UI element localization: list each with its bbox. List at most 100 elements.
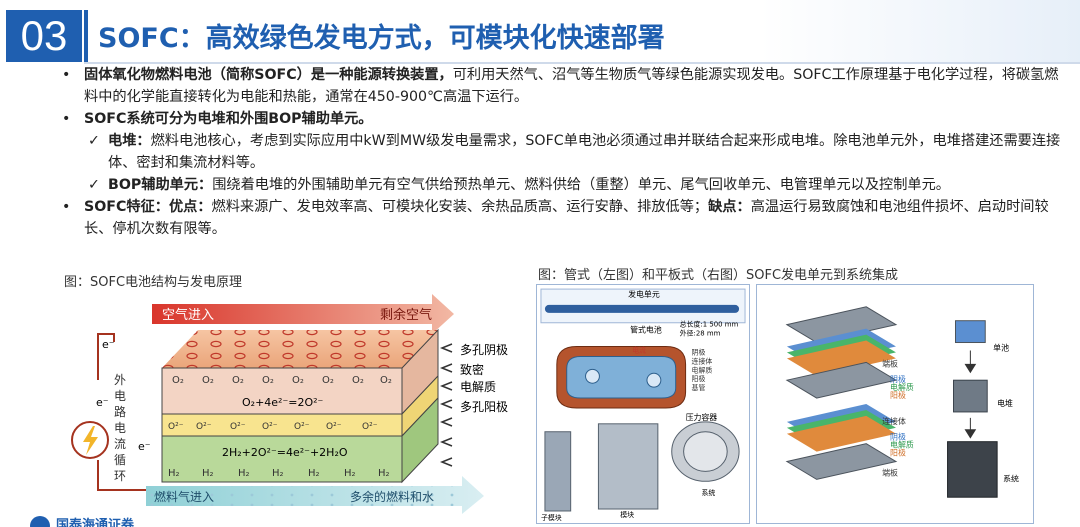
- electron-label: e⁻: [138, 440, 151, 453]
- bullet-dot: •: [62, 67, 71, 83]
- sub-module-label: 子模块: [541, 513, 562, 522]
- planar-layer-labels: 端板 阴极 电解质 阳极 连接体 阴极 电解质 阳极 端板: [882, 358, 914, 477]
- tube-cell-label: 管式电池: [630, 325, 662, 335]
- check-icon: ✓: [88, 133, 100, 149]
- svg-text:流: 流: [114, 437, 126, 451]
- bullet-sofc-intro: • 固体氧化物燃料电池（简称SOFC）是一种能源转换装置，可利用天然气、沼气等生…: [62, 64, 1062, 108]
- cathode-label: 多孔阴极: [460, 343, 508, 357]
- stack-label: 电堆: [997, 398, 1013, 408]
- tube-diameter-label: 外径:28 mm: [680, 329, 721, 338]
- lightning-bolt: [83, 426, 98, 455]
- svg-text:阴极: 阴极: [890, 432, 906, 442]
- stack-image: [953, 379, 988, 413]
- electron-label: e⁻: [96, 396, 109, 409]
- check-icon: ✓: [88, 177, 100, 193]
- system-label: 系统: [1003, 473, 1019, 483]
- svg-text:O₂: O₂: [202, 375, 214, 386]
- svg-text:阳极: 阳极: [692, 374, 706, 383]
- electrolyte-label-line2: 电解质: [460, 380, 496, 394]
- slide-header: 03 SOFC：高效绿色发电方式，可模块化快速部署: [0, 0, 1080, 64]
- sub-bullet-stack: ✓ 电堆：燃料电池核心，考虑到实际应用中kW到MW级发电量需求，SOFC单电池必…: [62, 130, 1062, 174]
- svg-text:连接体: 连接体: [882, 416, 906, 426]
- svg-text:H₂: H₂: [202, 468, 214, 479]
- module-label: 模块: [620, 510, 634, 519]
- svg-text:O₂: O₂: [322, 375, 334, 386]
- svg-text:环: 环: [114, 469, 126, 483]
- svg-text:电解质: 电解质: [890, 382, 914, 392]
- end-plate-top: [785, 306, 898, 344]
- svg-text:基管: 基管: [692, 383, 706, 392]
- electrolyte-label-line1: 致密: [460, 362, 484, 377]
- header-background: [760, 0, 1080, 64]
- air-out-label: 剩余空气: [380, 307, 432, 323]
- tube-inner-layer: [566, 355, 677, 399]
- svg-text:循: 循: [114, 453, 126, 467]
- svg-text:H₂: H₂: [308, 468, 320, 479]
- air-flow-arrow: [152, 294, 454, 334]
- svg-text:H₂: H₂: [272, 468, 284, 479]
- header-underline: [84, 62, 1080, 64]
- air-marker: [585, 368, 600, 384]
- end-plate-bottom: [785, 443, 898, 480]
- figure-caption-structure: 图：SOFC电池结构与发电原理: [64, 275, 243, 290]
- svg-text:O²⁻: O²⁻: [168, 422, 184, 432]
- svg-text:O²⁻: O²⁻: [326, 422, 342, 432]
- anode-equation: 2H₂+2O²⁻=4e²⁻+2H₂O: [222, 446, 348, 459]
- svg-text:O²⁻: O²⁻: [294, 422, 310, 432]
- single-cell-label: 单池: [993, 342, 1009, 352]
- anode-layer: [161, 435, 403, 483]
- anode-plate: [786, 340, 896, 377]
- svg-text:O₂: O₂: [232, 375, 244, 386]
- bullet-dot: •: [62, 111, 71, 127]
- bullet-dot: •: [62, 199, 71, 215]
- svg-text:阳极: 阳极: [890, 448, 906, 458]
- block-side-anode: [401, 396, 439, 484]
- down-arrow: [964, 417, 977, 439]
- company-logo: 国泰海通证券: [30, 514, 230, 527]
- svg-text:电解质: 电解质: [692, 365, 713, 374]
- svg-text:电解质: 电解质: [890, 440, 914, 450]
- svg-text:端板: 端板: [882, 358, 898, 368]
- svg-text:路: 路: [114, 404, 126, 419]
- single-tube: [544, 304, 740, 313]
- current-label: 电流: [632, 345, 646, 354]
- down-arrow: [964, 350, 977, 374]
- layer-pointer-arrows: [439, 343, 453, 467]
- svg-text:O₂: O₂: [262, 375, 274, 386]
- cathode-equation: O₂+4e²⁻=2O²⁻: [242, 396, 324, 409]
- air-in-label: 空气进入: [162, 307, 214, 323]
- svg-text:阴极: 阴极: [890, 374, 906, 384]
- slide-title: SOFC：高效绿色发电方式，可模块化快速部署: [98, 23, 665, 54]
- module-image: [597, 423, 659, 510]
- sub-module-image: [544, 431, 572, 512]
- section-number: 03: [6, 10, 82, 62]
- svg-text:电: 电: [114, 421, 126, 435]
- oxide-ions: O²⁻O²⁻ O²⁻O²⁻ O²⁻O²⁻ O²⁻: [168, 422, 378, 432]
- tubular-sofc-diagram: 发电单元 管式电池 总长度:1 500 mm 外径:28 mm 电流 阴极 连接…: [536, 284, 750, 524]
- svg-text:电: 电: [114, 389, 126, 403]
- svg-text:H₂: H₂: [238, 468, 250, 479]
- figure-caption-integration: 图：管式（左图）和平板式（右图）SOFC发电单元到系统集成: [538, 268, 899, 283]
- svg-text:O₂: O₂: [292, 375, 304, 386]
- bullet-sofc-system: • SOFC系统可分为电堆和外围BOP辅助单元。: [62, 108, 1062, 130]
- system-image: [947, 441, 998, 498]
- pressure-vessel-door: [683, 431, 728, 472]
- header-divider: [84, 10, 88, 62]
- svg-text:阳极: 阳极: [890, 390, 906, 400]
- logo-icon: [30, 516, 50, 527]
- sub-bullet-bop: ✓ BOP辅助单元：围绕着电堆的外围辅助单元有空气供给预热单元、燃料供给（重整）…: [62, 174, 1062, 196]
- svg-text:O₂: O₂: [352, 375, 364, 386]
- svg-text:O₂: O₂: [172, 375, 184, 386]
- svg-text:H₂: H₂: [378, 468, 390, 479]
- bullet-sofc-features: • SOFC特征：优点：燃料来源广、发电效率高、可模块化安装、余热品质高、运行安…: [62, 196, 1062, 240]
- cathode-top-face-pores: [162, 330, 438, 368]
- svg-text:H₂: H₂: [344, 468, 356, 479]
- tube-length-label: 总长度:1 500 mm: [680, 320, 739, 329]
- logo-text: 国泰海通证券: [56, 518, 135, 527]
- anode-label: 多孔阳极: [460, 400, 508, 414]
- planar-sofc-diagram: 端板 阴极 电解质 阳极 连接体 阴极 电解质 阳极 端板 单池 电堆 系统: [756, 284, 1034, 524]
- fuel-in-label: 燃料气进入: [154, 489, 214, 504]
- system-label: 系统: [701, 488, 715, 497]
